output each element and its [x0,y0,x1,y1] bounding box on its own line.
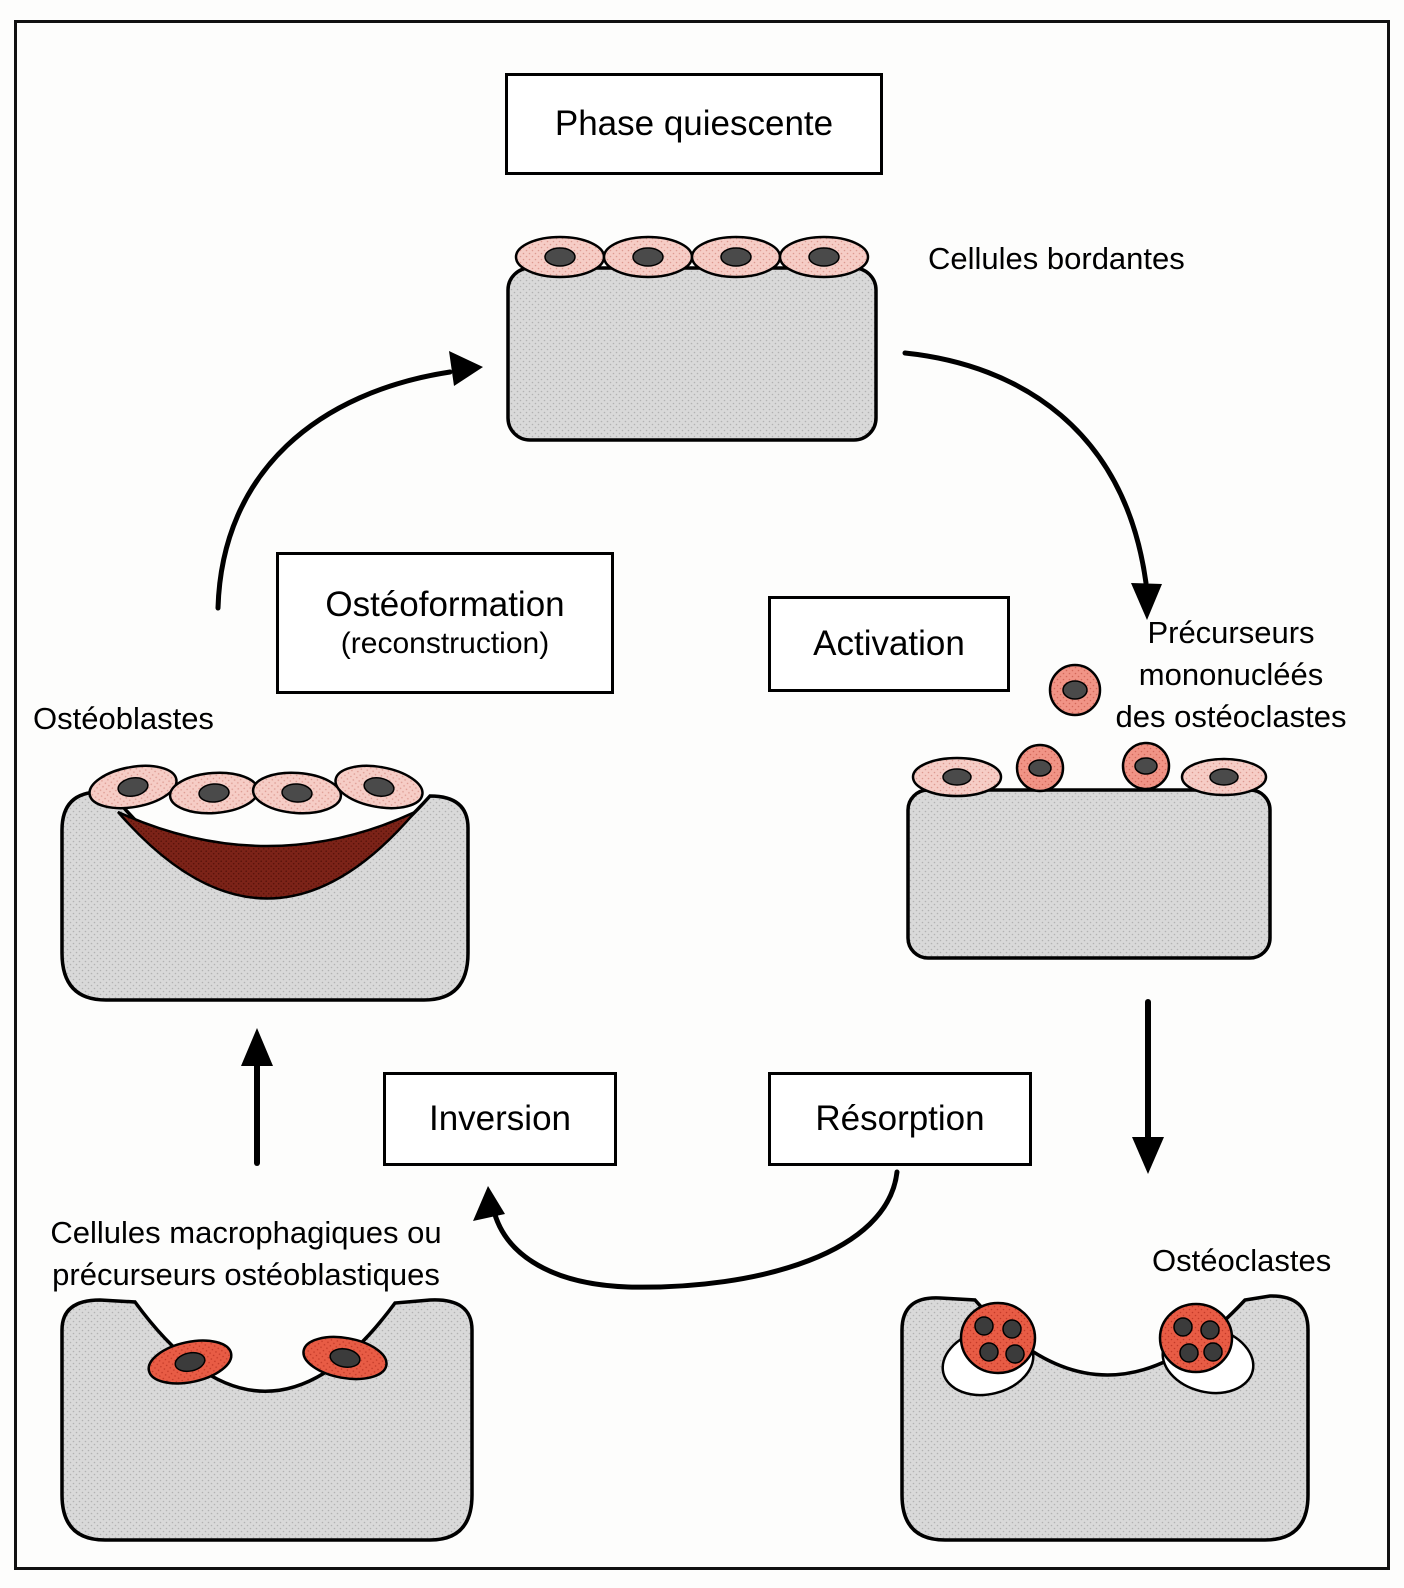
activation-bone-block [906,788,1272,960]
diagram-border [14,20,1390,1570]
label-precurseurs-line2: mononucléés [1138,657,1324,692]
label-precurseurs-line1: Précurseurs [1147,615,1315,650]
phase-box-osteoformation-sublabel: (reconstruction) [340,627,550,660]
phase-box-activation: Activation [768,596,1010,692]
lining-cells [514,235,870,279]
phase-box-quiescente: Phase quiescente [505,73,883,175]
phase-box-osteoformation-label: Ostéoformation [325,585,565,624]
inversion-bone-block [60,1298,474,1542]
label-osteoclastes: Ostéoclastes [1152,1243,1332,1278]
label-macrophagiques: Cellules macrophagiques ou précurseurs o… [28,1212,464,1296]
arrow-quiescent-to-activation [902,350,1162,620]
arrow-inversion-to-formation [241,1028,273,1166]
label-osteoblastes: Ostéoblastes [33,701,214,736]
arrow-activation-to-resorption [1132,999,1164,1174]
phase-box-inversion-label: Inversion [428,1099,572,1138]
osteoblast-cells [88,764,424,815]
phase-box-resorption: Résorption [768,1072,1032,1166]
phase-box-resorption-label: Résorption [815,1099,985,1138]
label-cellules-bordantes: Cellules bordantes [928,241,1185,276]
phase-box-activation-label: Activation [813,624,965,663]
quiescent-bone-block [506,266,878,442]
label-precurseurs-line3: des ostéoclastes [1115,699,1347,734]
phase-box-osteoformation: Ostéoformation (reconstruction) [276,552,614,694]
label-macrophagiques-line2: précurseurs ostéoblastiques [52,1257,440,1292]
osteoclast-cells [941,1301,1255,1397]
phase-box-inversion: Inversion [383,1072,617,1166]
phase-box-quiescente-label: Phase quiescente [554,104,834,143]
osteoclast-precursor-cells [911,663,1268,798]
arrow-resorption-to-inversion [473,1169,900,1290]
osteoid-layer [117,810,416,900]
macrophage-cells [147,1335,388,1385]
arrow-formation-to-quiescent [215,351,483,611]
label-macrophagiques-line1: Cellules macrophagiques ou [50,1215,442,1250]
label-precurseurs: Précurseurs mononucléés des ostéoclastes [1100,612,1362,738]
